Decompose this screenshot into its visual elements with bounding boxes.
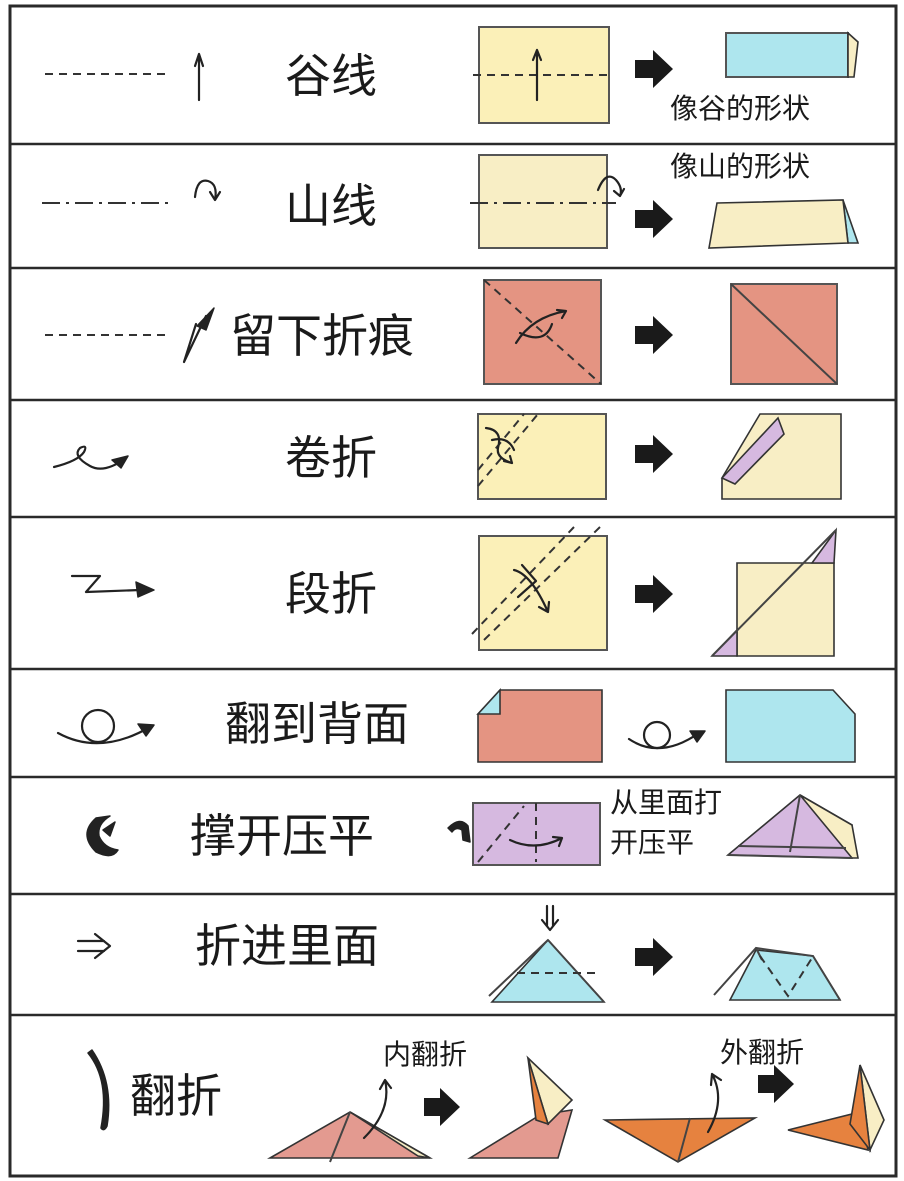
valley-fold-symbol <box>45 52 205 102</box>
inside-fold-term: 折进里面 <box>195 919 379 973</box>
row-turn-over: 翻到背面 <box>56 687 856 763</box>
mountain-fold-after-diagram <box>708 199 860 249</box>
reverse-fold-symbol <box>87 1049 110 1131</box>
double-arrow-symbol <box>76 932 112 960</box>
arrow-right-icon <box>635 435 673 473</box>
arrow-right-icon <box>424 1088 460 1126</box>
step-fold-before-diagram <box>471 526 608 651</box>
step-fold-symbol <box>70 574 155 598</box>
step-fold-after-diagram <box>710 527 837 657</box>
arrow-right-icon <box>635 200 673 238</box>
crease-term: 留下折痕 <box>230 309 414 363</box>
squash-fold-note-line2: 开压平 <box>610 826 694 859</box>
step-fold-term: 段折 <box>285 567 377 621</box>
squash-fold-term: 撑开压平 <box>190 809 374 863</box>
turn-over-symbol <box>56 708 155 745</box>
valley-fold-before-diagram <box>473 26 613 124</box>
row-reverse-fold: 翻折 内翻折 外翻折 <box>87 1036 885 1163</box>
outside-reverse-fold-after-diagram <box>787 1064 885 1153</box>
row-inside-fold: 折进里面 <box>76 904 842 1003</box>
turn-over-term: 翻到背面 <box>225 697 409 751</box>
valley-fold-term: 谷线 <box>285 49 377 103</box>
roll-fold-after-diagram <box>720 413 842 500</box>
crease-before-diagram <box>483 279 602 385</box>
inside-reverse-fold-note: 内翻折 <box>383 1038 467 1071</box>
inside-fold-before-diagram <box>488 904 606 1003</box>
crease-after-diagram <box>730 283 838 385</box>
mountain-fold-note: 像山的形状 <box>670 150 810 183</box>
arrow-right-icon <box>758 1065 794 1103</box>
arrow-right-icon <box>635 575 673 613</box>
reverse-fold-term: 翻折 <box>130 1069 222 1123</box>
turn-over-small-symbol <box>627 720 706 750</box>
row-mountain-fold: 山线 像山的形状 <box>42 150 860 249</box>
squash-fold-symbol <box>86 815 119 857</box>
row-crease: 留下折痕 <box>45 279 838 385</box>
row-dividers <box>10 142 896 1017</box>
turn-over-after-diagram <box>725 689 856 763</box>
outside-reverse-fold-note: 外翻折 <box>720 1036 804 1069</box>
roll-fold-symbol <box>52 445 129 470</box>
outside-reverse-fold-before-diagram <box>602 1072 759 1163</box>
valley-fold-note: 像谷的形状 <box>670 92 810 125</box>
row-roll-fold: 卷折 <box>52 413 842 500</box>
arrow-right-icon <box>635 50 673 88</box>
mountain-fold-term: 山线 <box>285 179 377 233</box>
row-step-fold: 段折 <box>70 526 837 657</box>
roll-fold-term: 卷折 <box>285 431 377 485</box>
inside-reverse-fold-after-diagram <box>467 1055 574 1159</box>
roll-fold-before-diagram <box>477 413 607 500</box>
mountain-fold-symbol <box>42 179 222 204</box>
crease-symbol <box>45 307 215 364</box>
squash-fold-note-line1: 从里面打 <box>610 786 722 819</box>
row-squash-fold: 撑开压平 从里面打 开压平 <box>86 786 859 866</box>
squash-fold-after-diagram <box>725 794 859 859</box>
arrow-right-icon <box>635 938 673 976</box>
inside-reverse-fold-before-diagram <box>267 1078 433 1163</box>
arrow-right-icon <box>635 316 673 354</box>
inside-fold-after-diagram <box>713 946 842 1001</box>
valley-fold-after-diagram <box>725 31 859 78</box>
squash-fold-before-diagram <box>447 802 601 866</box>
row-valley-fold: 谷线 像谷的形状 <box>45 26 859 125</box>
turn-over-before-diagram <box>476 687 603 763</box>
mountain-fold-before-diagram <box>470 154 626 249</box>
